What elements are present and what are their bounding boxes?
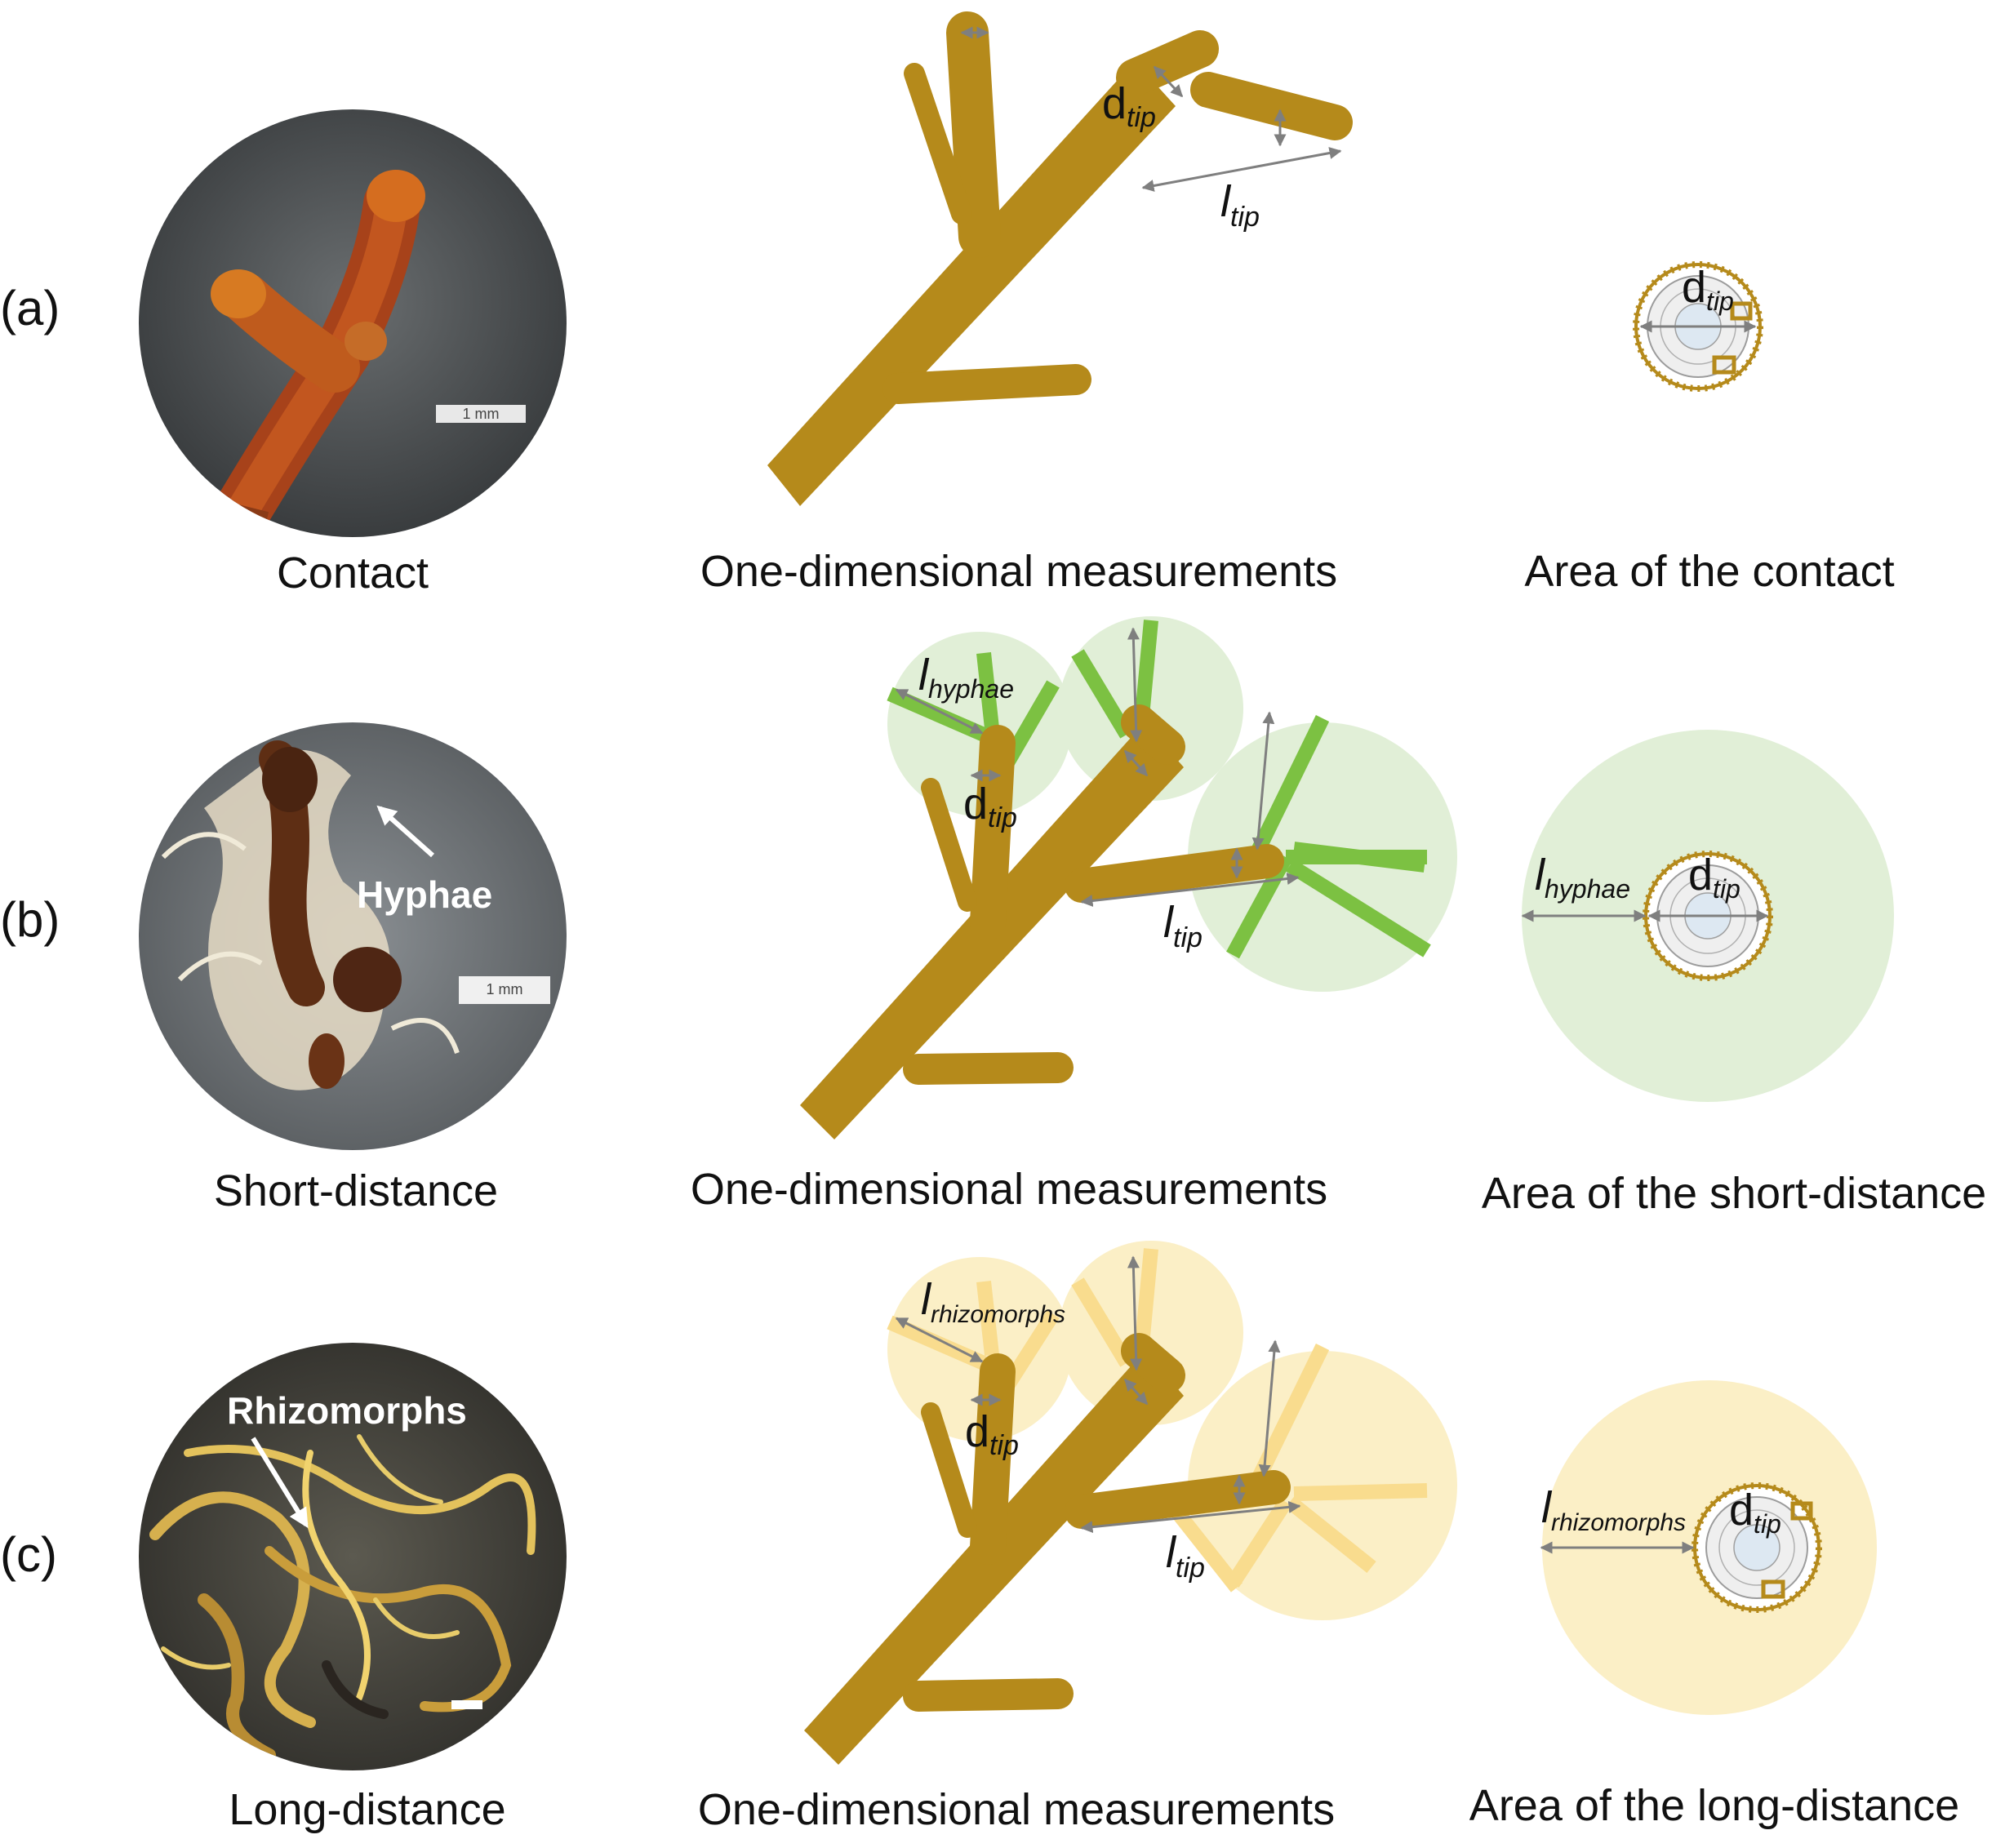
label-l-rhizomorphs-c: lrhizomorphs	[921, 1275, 1065, 1328]
caption-area-a: Area of the contact	[1524, 547, 1894, 596]
label-l-hyphae-b: lhyphae	[918, 651, 1014, 704]
panel-tag-b: (b)	[0, 892, 60, 947]
label-d-tip-area-c: dtip	[1729, 1486, 1781, 1539]
label-d-tip-area-a: dtip	[1682, 263, 1734, 316]
caption-area-b: Area of the short-distance	[1482, 1169, 1986, 1218]
hyphae-arrow	[376, 805, 434, 858]
scale-bar-text-b: 1 mm	[487, 981, 523, 997]
caption-long-distance: Long-distance	[229, 1785, 505, 1834]
scale-bar-a	[436, 405, 526, 423]
area-long-distance: lrhizomorphs dtip	[1540, 1380, 1877, 1715]
scale-bar-c	[451, 1700, 482, 1709]
label-l-rhizomorphs-area-c: lrhizomorphs	[1541, 1483, 1686, 1536]
photo-label-rhizomorphs: Rhizomorphs	[227, 1389, 467, 1432]
label-l-tip-b: ltip	[1163, 898, 1203, 953]
area-contact: dtip	[1633, 261, 1763, 392]
panel-tag-c: (c)	[0, 1527, 57, 1582]
caption-area-c: Area of the long-distance	[1469, 1781, 1959, 1830]
area-short-distance: lhyphae dtip	[1521, 730, 1894, 1102]
scale-bar-text-a: 1 mm	[463, 406, 500, 422]
root-diagram-a: dtip ltip	[767, 11, 1353, 506]
rhizomorphs-arrow	[251, 1437, 309, 1529]
label-d-tip-c: dtip	[965, 1407, 1019, 1461]
caption-short-distance: Short-distance	[214, 1166, 498, 1215]
root-diagram-b: lhyphae dtip ltip	[800, 616, 1457, 1139]
label-l-tip-a: ltip	[1220, 177, 1260, 233]
caption-diagram-c: One-dimensional measurements	[698, 1785, 1335, 1834]
panel-tag-a: (a)	[0, 281, 60, 335]
caption-diagram-a: One-dimensional measurements	[700, 547, 1337, 596]
caption-diagram-b: One-dimensional measurements	[691, 1165, 1327, 1214]
label-d-tip-b: dtip	[963, 780, 1017, 833]
label-l-tip-c: ltip	[1166, 1528, 1205, 1584]
photo-long-distance: Rhizomorphs	[139, 1343, 567, 1770]
photo-contact: 1 mm	[139, 109, 567, 537]
label-d-tip-area-b: dtip	[1688, 851, 1740, 904]
photo-label-hyphae: Hyphae	[357, 873, 492, 916]
scale-bar-b	[459, 976, 550, 1004]
root-diagram-c: lrhizomorphs dtip ltip	[804, 1241, 1457, 1765]
label-l-hyphae-area-b: lhyphae	[1535, 851, 1630, 904]
caption-contact: Contact	[277, 549, 429, 597]
photo-short-distance: Hyphae 1 mm	[139, 722, 567, 1150]
label-d-tip-a: dtip	[1102, 79, 1156, 133]
